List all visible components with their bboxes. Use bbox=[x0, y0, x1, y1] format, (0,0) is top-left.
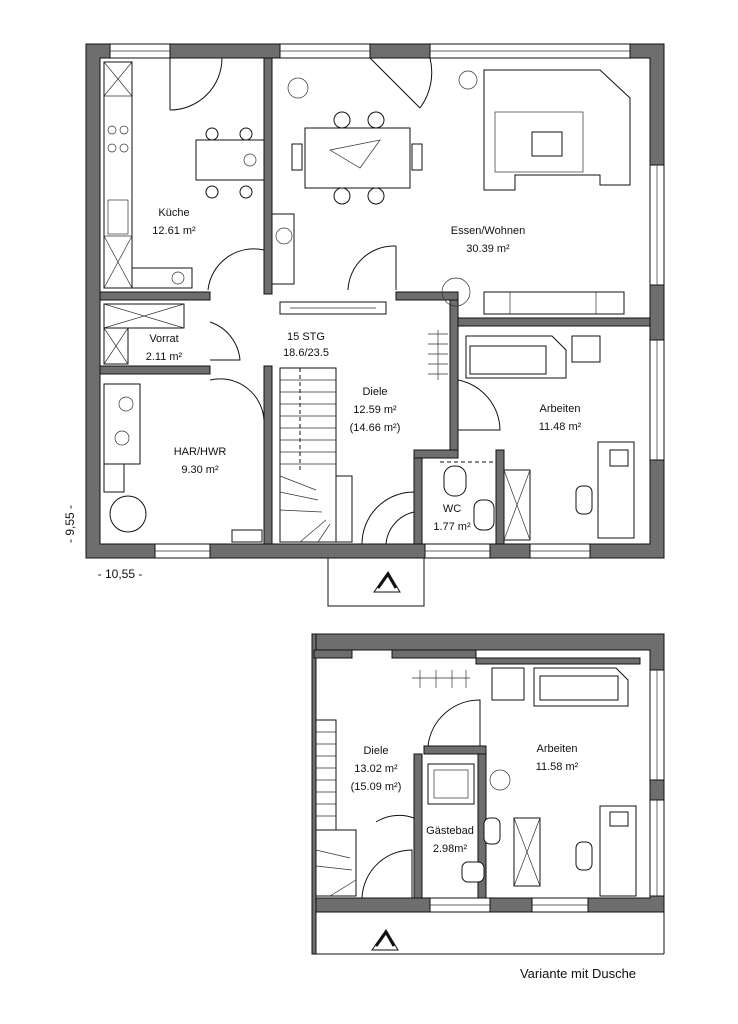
variant-left-edge bbox=[311, 633, 317, 955]
room-area-diele: 12.59 m² bbox=[353, 404, 397, 416]
utility-room-appliances bbox=[103, 383, 263, 543]
variant-room-area-diele: 13.02 m² bbox=[354, 763, 398, 775]
variant-caption: Variante mit Dusche bbox=[520, 966, 636, 981]
variant-room-name-arbeiten: Arbeiten bbox=[537, 743, 578, 755]
interior-walls bbox=[99, 57, 651, 545]
variant-room-labels: Diele 13.02 m² (15.09 m²) Arbeiten 11.58… bbox=[351, 743, 579, 855]
room-name-vorrat: Vorrat bbox=[149, 333, 178, 345]
room-area-vorrat: 2.11 m² bbox=[146, 351, 183, 363]
variant-room-name-diele: Diele bbox=[363, 745, 388, 757]
room-area-kueche: 12.61 m² bbox=[152, 225, 196, 237]
main-floor-plan: Küche 12.61 m² Essen/Wohnen 30.39 m² Vor… bbox=[63, 43, 665, 607]
room-name-essen-wohnen: Essen/Wohnen bbox=[451, 225, 525, 237]
entrance-step bbox=[327, 557, 425, 607]
variant-furniture bbox=[315, 667, 637, 951]
stairs-label: 15 STG bbox=[287, 331, 325, 343]
variant-room-area-gaestebad: 2.98m² bbox=[433, 843, 468, 855]
stairs-dimension: 18.6/23.5 bbox=[283, 347, 329, 359]
room-name-diele: Diele bbox=[362, 386, 387, 398]
room-extra-diele: (14.66 m²) bbox=[350, 422, 401, 434]
room-area-har-hwr: 9.30 m² bbox=[181, 464, 219, 476]
room-area-essen-wohnen: 30.39 m² bbox=[466, 243, 510, 255]
room-name-har-hwr: HAR/HWR bbox=[174, 446, 227, 458]
dimension-width: - 10,55 - bbox=[98, 567, 143, 581]
variant-room-area-arbeiten: 11.58 m² bbox=[536, 761, 579, 773]
office-furniture bbox=[465, 335, 635, 541]
variant-room-name-gaestebad: Gästebad bbox=[426, 825, 474, 837]
variant-doors bbox=[361, 699, 481, 899]
dimension-height: - 9,55 - bbox=[63, 505, 77, 543]
variant-room-extra-diele: (15.09 m²) bbox=[351, 781, 402, 793]
room-labels: Küche 12.61 m² Essen/Wohnen 30.39 m² Vor… bbox=[146, 207, 582, 533]
room-name-kueche: Küche bbox=[158, 207, 189, 219]
variant-windows bbox=[429, 669, 665, 913]
room-name-arbeiten: Arbeiten bbox=[540, 403, 581, 415]
hall-wardrobe bbox=[428, 330, 448, 380]
living-furniture bbox=[271, 69, 631, 315]
wc-fixtures bbox=[440, 461, 496, 531]
variant-floor-plan: Diele 13.02 m² (15.09 m²) Arbeiten 11.58… bbox=[311, 633, 665, 981]
doors bbox=[169, 57, 501, 545]
windows bbox=[109, 43, 665, 559]
pantry-shelves bbox=[103, 303, 185, 365]
room-name-wc: WC bbox=[443, 503, 461, 515]
kitchen-furniture bbox=[103, 61, 265, 289]
room-area-arbeiten: 11.48 m² bbox=[539, 421, 582, 433]
room-area-wc: 1.77 m² bbox=[433, 521, 471, 533]
staircase bbox=[279, 301, 387, 543]
